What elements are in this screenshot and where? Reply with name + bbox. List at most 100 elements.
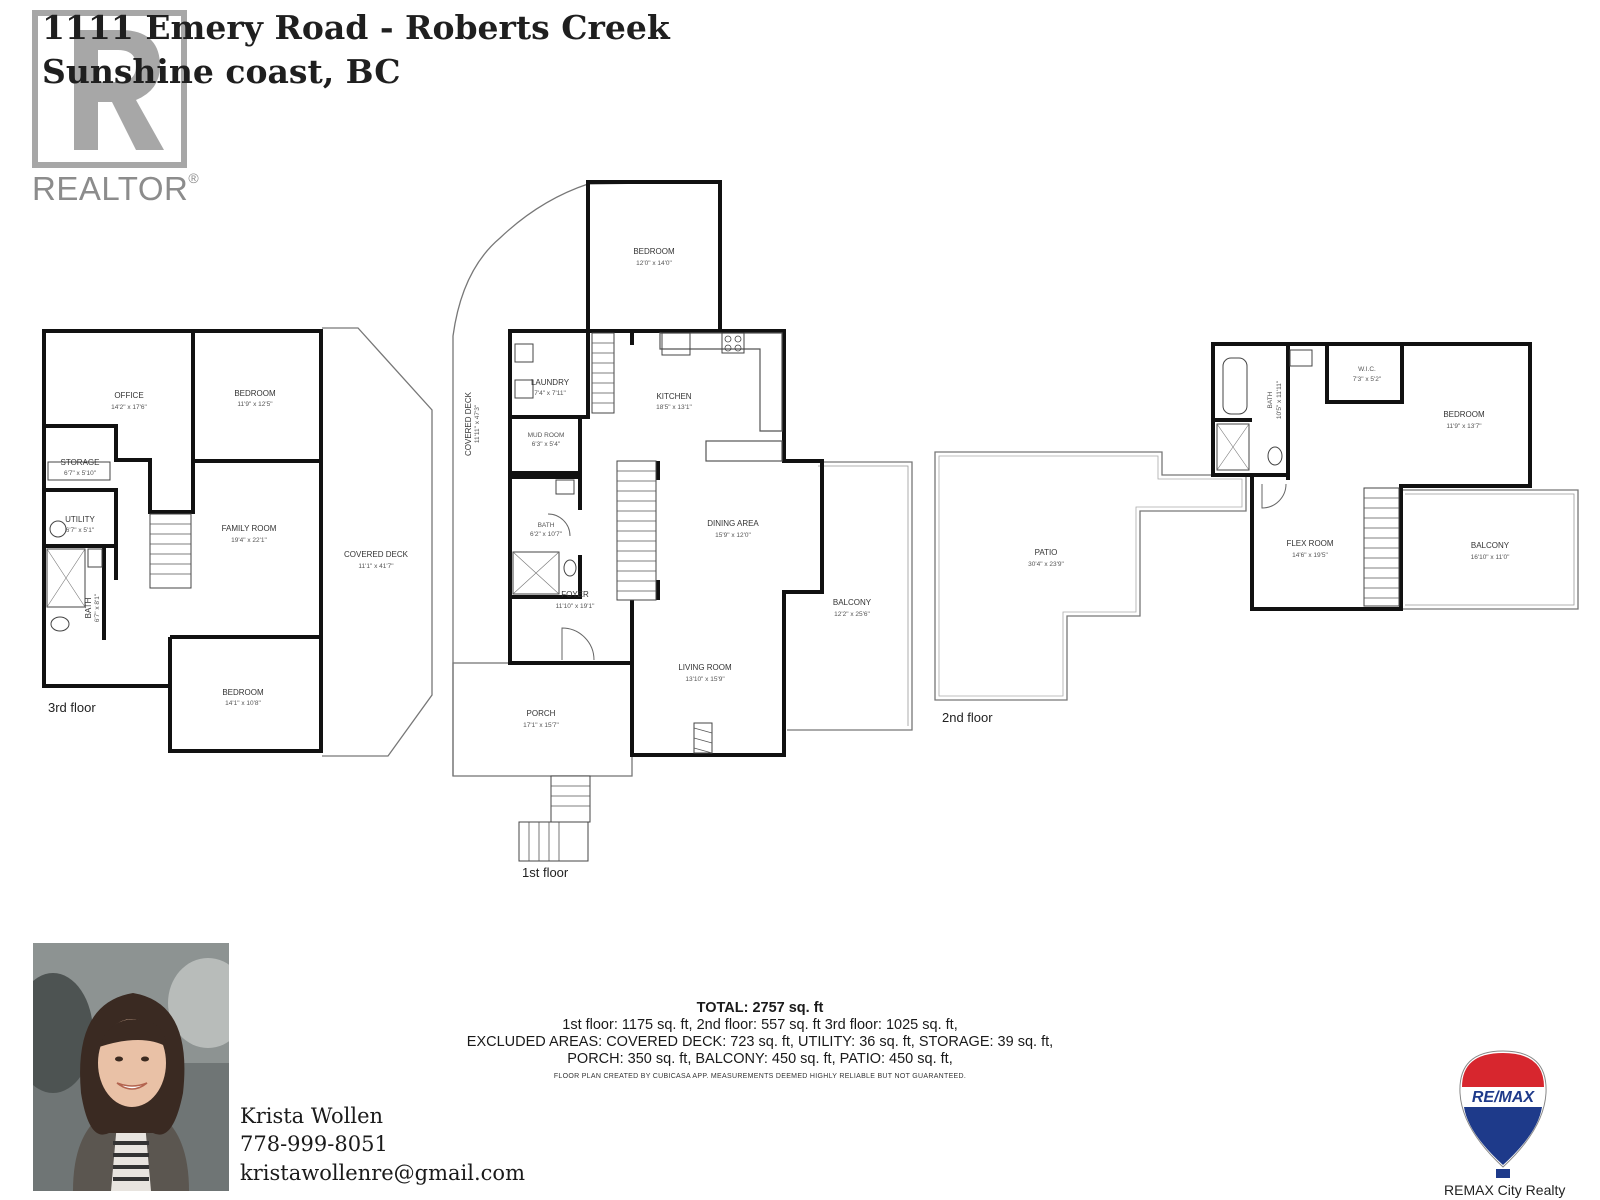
realtor-logo	[32, 10, 187, 168]
first-floor-bedroom-wall	[586, 180, 722, 331]
third-floor-inner-wall	[44, 331, 195, 514]
room-name: PATIO	[1035, 548, 1058, 557]
agent-phone[interactable]: 778-999-8051	[240, 1132, 388, 1156]
third-floor-stair	[149, 513, 192, 589]
kitchen-counter	[659, 332, 783, 432]
first-floor-outer-wall	[508, 329, 824, 757]
room-dims: 6'7" x 5'1"	[66, 527, 95, 534]
room-name: PORCH	[527, 709, 556, 718]
room-dims: 11'1" x 41'7"	[358, 563, 394, 570]
room-name: LAUNDRY	[531, 378, 570, 387]
room-name: BALCONY	[833, 598, 872, 607]
agent-photo	[33, 943, 229, 1191]
room-name: LIVING ROOM	[678, 663, 732, 672]
toilet-fixture	[563, 559, 577, 577]
sink-fixture	[1289, 349, 1313, 367]
room-dims: 14'1" x 10'8"	[225, 700, 261, 707]
first-floor-balcony-outline	[787, 461, 913, 731]
room-dims: 14'6" x 19'5"	[1292, 552, 1328, 559]
room-dims: 7'4" x 7'11"	[534, 390, 566, 397]
room-dims: 7'3" x 5'2"	[1353, 376, 1382, 383]
agent-name: Krista Wollen	[240, 1104, 384, 1128]
room-dims: 6'7" x 5'10"	[64, 470, 97, 477]
listing-location-subtitle: Sunshine coast, BC	[42, 52, 401, 91]
agent-email[interactable]: kristawollenre@gmail.com	[240, 1161, 525, 1185]
brokerage-name: REMAX City Realty	[1444, 1182, 1566, 1198]
floor-label-3rd: 3rd floor	[48, 700, 96, 715]
bathtub	[1222, 357, 1248, 415]
second-floor-balcony-outline	[1401, 489, 1579, 610]
second-floor-outer-wall	[1211, 342, 1532, 611]
second-floor-inner-wall	[1213, 344, 1404, 480]
toilet-fixture	[50, 616, 70, 632]
first-floor-inner-wall	[510, 331, 590, 419]
listing-address-title: 1111 Emery Road - Roberts Creek	[42, 8, 670, 47]
room-name: DINING AREA	[707, 519, 759, 528]
first-floor-stair-a	[591, 332, 615, 414]
floor-label-1st: 1st floor	[522, 865, 569, 880]
second-floor-stair	[1363, 487, 1400, 607]
door-swing	[547, 513, 571, 537]
dryer	[514, 379, 534, 399]
first-floor-inner-wall	[510, 417, 582, 475]
porch-outline	[452, 662, 633, 777]
remax-balloon-logo: RE/MAX	[1459, 1050, 1547, 1178]
room-dims: 18'5" x 13'1"	[656, 404, 692, 411]
room-dims: 11'11" x 47'3"	[474, 404, 481, 443]
disclaimer: FLOOR PLAN CREATED BY CUBICASA APP. MEAS…	[553, 1073, 967, 1080]
room-dims: 11'9" x 12'5"	[237, 401, 273, 408]
kitchen-island	[705, 440, 783, 462]
first-floor-plan: COVERED DECK 11'11" x 47'3" BEDROOM 12'0…	[452, 180, 913, 880]
room-name: BALCONY	[1471, 541, 1510, 550]
third-floor-plan: OFFICE 14'2" x 17'6" BEDROOM 11'9" x 12'…	[42, 327, 433, 757]
room-dims: 6'3" x 5'4"	[532, 441, 561, 448]
toilet-fixture	[1267, 446, 1283, 466]
room-name: W.I.C.	[1358, 366, 1376, 373]
room-name: MUD ROOM	[528, 432, 565, 439]
first-floor-inner-wall	[510, 475, 582, 599]
excluded-areas-cont: PORCH: 350 sq. ft, BALCONY: 450 sq. ft, …	[567, 1051, 953, 1067]
third-floor-covered-deck-outline	[322, 327, 433, 757]
total-area: TOTAL: 2757 sq. ft	[696, 1000, 824, 1016]
washer	[514, 343, 534, 363]
realtor-wordmark: REALTOR®	[32, 170, 200, 207]
door-swing	[561, 627, 595, 661]
floor-label-2nd: 2nd floor	[942, 710, 993, 725]
room-name: BATH	[1267, 391, 1274, 408]
third-floor-inner-wall	[168, 635, 321, 686]
area-totals: TOTAL: 2757 sq. ft 1st floor: 1175 sq. f…	[450, 1000, 1070, 1085]
room-name: BEDROOM	[222, 688, 264, 697]
first-floor-stair-b	[616, 460, 657, 601]
third-floor-outer-wall	[42, 329, 323, 753]
stove	[721, 332, 745, 354]
third-floor-inner-wall	[102, 546, 118, 640]
room-name: COVERED DECK	[464, 391, 473, 456]
room-dims: 11'10" x 19'1"	[556, 603, 595, 610]
shower-fixture	[46, 548, 86, 608]
door-swing	[1261, 483, 1287, 509]
room-dims: 14'2" x 17'6"	[111, 404, 147, 411]
room-name: BATH	[538, 522, 555, 529]
room-dims: 10'5" x 11'11"	[1276, 380, 1283, 419]
fridge	[661, 332, 691, 356]
excluded-areas: EXCLUDED AREAS: COVERED DECK: 723 sq. ft…	[466, 1034, 1054, 1050]
room-name: STORAGE	[61, 458, 100, 467]
utility-tank	[49, 520, 67, 538]
room-name: COVERED DECK	[344, 550, 409, 559]
room-dims: 13'10" x 15'9"	[685, 676, 725, 683]
third-floor-inner-wall	[44, 488, 118, 548]
room-dims: 6'2" x 10'7"	[530, 531, 563, 538]
storage-shelf	[47, 461, 111, 481]
room-name: BATH	[84, 597, 93, 618]
room-name: UTILITY	[65, 515, 95, 524]
room-dims: 16'10" x 11'0"	[1471, 554, 1510, 561]
sink-fixture	[555, 479, 575, 495]
entry-steps	[518, 775, 591, 862]
shower-fixture	[1216, 423, 1250, 471]
room-dims: 12'0" x 14'0"	[636, 260, 672, 267]
sink-fixture	[87, 548, 103, 568]
room-dims: 30'4" x 23'9"	[1028, 561, 1064, 568]
second-floor-plan: W.I.C. 7'3" x 5'2" BATH 10'5" x 11'11" B…	[934, 342, 1579, 725]
first-floor-covered-deck-outline	[452, 181, 721, 776]
